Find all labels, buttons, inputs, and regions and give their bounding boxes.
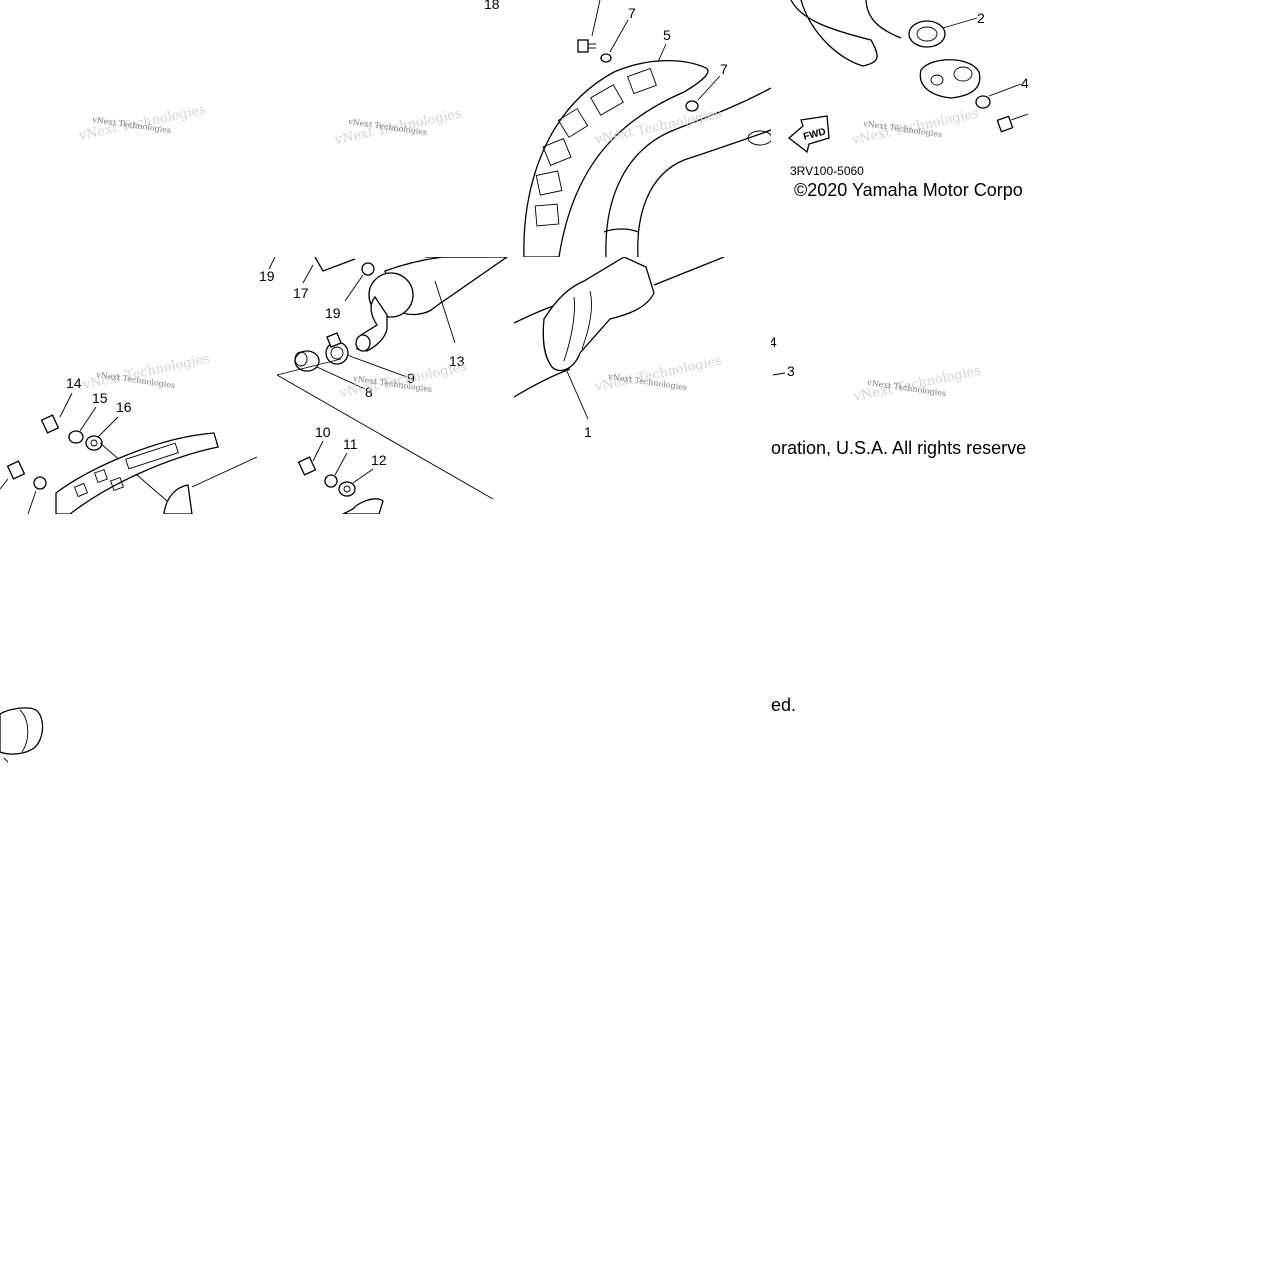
washer-part bbox=[600, 19, 629, 63]
callout-5: 5 bbox=[663, 27, 671, 43]
watermark: vNext Technologies vNext Technologies bbox=[593, 353, 723, 395]
callout-2: 2 bbox=[977, 10, 985, 26]
forward-arrow-icon: FWD bbox=[787, 115, 830, 154]
muffler-part bbox=[355, 257, 509, 352]
watermark: vNext Technologies vNext Technologies vN… bbox=[77, 102, 463, 148]
callout-19: 19 bbox=[259, 268, 275, 284]
bolt-part bbox=[40, 414, 60, 434]
callout-9: 9 bbox=[407, 370, 415, 386]
copyright-text-part3: ed. bbox=[771, 695, 797, 715]
diagram-tile-top-right: 2 4 FWD vNext Technologies vNext Technol… bbox=[771, 0, 1028, 257]
watermark: vNext Technologies vNext Technologies bbox=[850, 106, 980, 148]
bolt-part bbox=[0, 460, 26, 490]
copyright-text-part1: ©2020 Yamaha Motor Corpo bbox=[794, 180, 1023, 200]
gasket-part bbox=[908, 17, 978, 48]
clamp-part bbox=[325, 332, 408, 378]
callout-11: 11 bbox=[343, 436, 358, 452]
muffler-guard-part bbox=[55, 432, 219, 514]
exhaust-pipe-part bbox=[514, 257, 725, 398]
forward-label: FWD bbox=[802, 127, 827, 143]
heat-guard-part bbox=[523, 59, 709, 257]
washer-part bbox=[685, 75, 721, 112]
diagram-tile-middle-left: vNext Technologies vNext Technologies 14… bbox=[0, 257, 257, 514]
callout-7: 7 bbox=[628, 5, 636, 21]
heat-guard-slots bbox=[534, 67, 657, 227]
callout-4: 4 bbox=[1021, 75, 1028, 91]
washer-part bbox=[27, 476, 47, 514]
callout-17: 17 bbox=[293, 285, 309, 301]
watermark: vNext Technologies vNext Technologies bbox=[852, 363, 982, 405]
diagram-tile-middle-right: 1 vNext Technologies vNext Technologies bbox=[514, 257, 771, 514]
callout-8: 8 bbox=[365, 384, 373, 400]
callout-10: 10 bbox=[315, 424, 331, 440]
callout-3: 3 bbox=[787, 363, 795, 379]
callout-16: 16 bbox=[116, 399, 132, 415]
washer-part bbox=[85, 435, 103, 451]
flange-part bbox=[919, 59, 981, 99]
callout-12: 12 bbox=[371, 452, 387, 468]
diagram-tile-middle-middle: 18 19 17 6 19 13 9 bbox=[257, 257, 514, 514]
bolt-part bbox=[297, 456, 317, 476]
diagram-tile-top-middle: 7 5 7 vNext Technologies bbox=[514, 0, 771, 257]
copyright-text-part2: oration, U.S.A. All rights reserve bbox=[771, 438, 1027, 458]
watermark: vNext Technologies vNext Technologies bbox=[81, 351, 211, 393]
washer-part bbox=[344, 262, 375, 302]
callout-13: 13 bbox=[449, 353, 465, 369]
bolt-part bbox=[996, 113, 1028, 133]
callout-1: 1 bbox=[584, 424, 592, 440]
muffler-end-cap-part bbox=[0, 707, 44, 763]
washer-part bbox=[324, 474, 338, 488]
callout-7: 7 bbox=[720, 61, 728, 77]
drawing-code-label: 3RV100-5060 bbox=[790, 164, 864, 178]
watermark: vNext Technologies vNext Technologies bbox=[338, 359, 468, 401]
bolt-part bbox=[577, 0, 601, 53]
washer-part bbox=[338, 481, 356, 497]
callout-18: 18 bbox=[484, 0, 500, 12]
diagram-tile-fragment bbox=[0, 700, 50, 770]
callout-19: 19 bbox=[325, 305, 341, 321]
washer-part bbox=[68, 430, 84, 444]
washer-part bbox=[975, 83, 1022, 109]
exhaust-pipe-part bbox=[605, 87, 771, 257]
diagram-tile-top-left: vNext Technologies vNext Technologies vN… bbox=[0, 0, 514, 257]
callout-4: 4 bbox=[771, 334, 777, 350]
callout-15: 15 bbox=[92, 390, 108, 406]
callout-14: 14 bbox=[66, 375, 82, 391]
callout-6: 6 bbox=[339, 257, 347, 260]
diagram-tile-callouts-right: 4 3 vNext Technologies vNext Technologie… bbox=[771, 257, 1028, 433]
